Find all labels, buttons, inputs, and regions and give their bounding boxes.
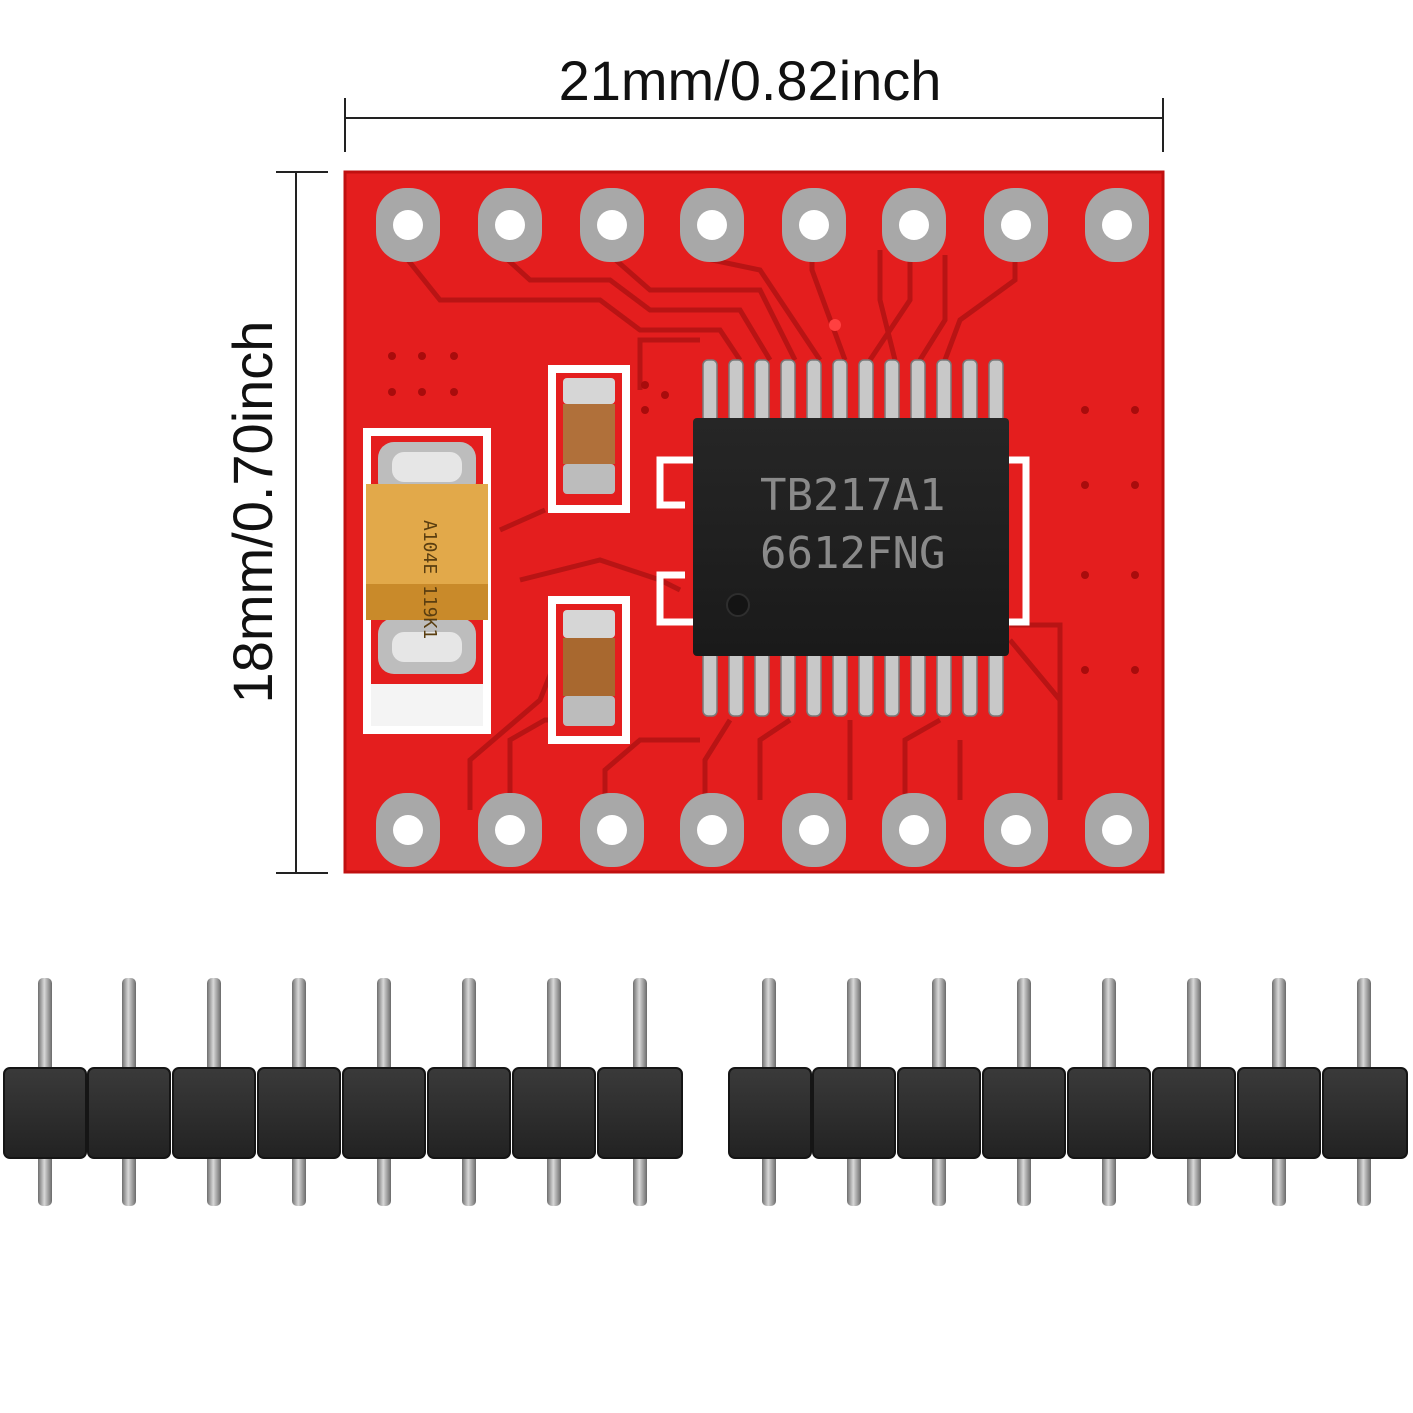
pin-hole	[478, 188, 542, 262]
pin-hole	[580, 188, 644, 262]
chip-marking-line1: TB217A1	[760, 470, 945, 521]
chip-silkscreen	[656, 456, 1030, 626]
top-pin-holes	[376, 188, 1149, 262]
pin-hole	[882, 793, 946, 867]
pin-hole	[984, 793, 1048, 867]
height-label: 18mm/0.70inch	[221, 321, 284, 704]
pin-header-left	[3, 978, 683, 1206]
width-label: 21mm/0.82inch	[559, 49, 942, 112]
pin-hole	[782, 793, 846, 867]
pin-hole	[478, 793, 542, 867]
bottom-pin-holes	[376, 793, 1149, 867]
tantalum-capacitor: A104E 119K1	[363, 428, 491, 734]
pin-hole	[376, 188, 440, 262]
capacitor-marking: A104E 119K1	[419, 520, 440, 639]
header-plastic	[3, 1067, 683, 1159]
header-plastic	[728, 1067, 1408, 1159]
smd-capacitor-lower	[548, 596, 630, 744]
pin-hole	[984, 188, 1048, 262]
width-dimension: 21mm/0.82inch	[344, 49, 1164, 152]
pin-hole	[580, 793, 644, 867]
pcb-board: A104E 119K1	[343, 170, 1165, 874]
pcb-vias	[388, 319, 1139, 674]
chip-pins-bottom	[702, 651, 1004, 717]
pin-header-right	[728, 978, 1408, 1206]
pin-hole	[882, 188, 946, 262]
pin-hole	[1085, 188, 1149, 262]
pin-hole	[376, 793, 440, 867]
pin-hole	[680, 188, 744, 262]
smd-capacitor-upper	[548, 365, 630, 513]
pin-hole	[680, 793, 744, 867]
pin-hole	[782, 188, 846, 262]
pin-hole	[1085, 793, 1149, 867]
height-dimension: 18mm/0.70inch	[221, 171, 328, 874]
ic-chip: TB217A1 6612FNG	[693, 418, 1009, 656]
chip-marking-line2: 6612FNG	[760, 528, 945, 579]
